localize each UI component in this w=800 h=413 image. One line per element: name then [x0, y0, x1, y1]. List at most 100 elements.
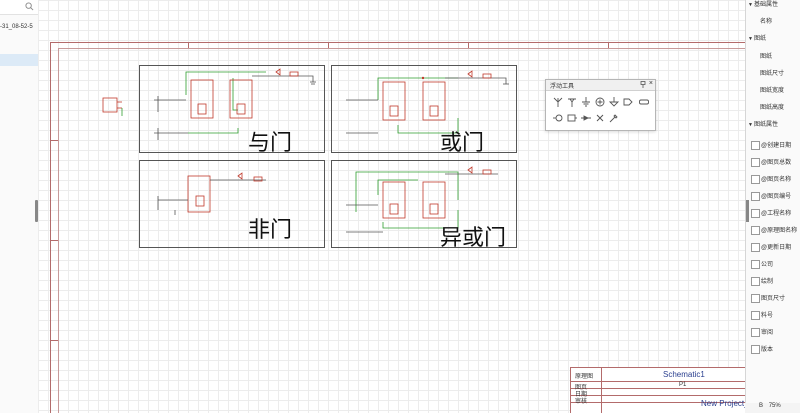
not-gate-frame[interactable] — [139, 160, 325, 248]
checkbox-company[interactable] — [751, 260, 760, 269]
file-list-item[interactable]: -31_08-52-5 — [0, 24, 33, 30]
port-icon[interactable] — [566, 112, 578, 124]
checkbox-version[interactable] — [751, 345, 760, 354]
xor-gate-circuit — [346, 166, 498, 233]
border-tick — [328, 42, 329, 48]
buffer-icon[interactable] — [622, 96, 634, 108]
page-number: P1 — [679, 382, 687, 388]
caret-down-icon: ▼ — [748, 36, 753, 42]
status-bar: B 75% — [745, 403, 800, 413]
label-page-name: @图页名称 — [761, 177, 792, 183]
antenna-icon[interactable] — [552, 96, 564, 108]
floating-tools-title: 浮动工具 — [550, 84, 575, 90]
title-row-schematic: 原理图 — [575, 374, 594, 380]
schematic-drawing — [102, 97, 123, 116]
or-gate-label: 或门 — [440, 131, 485, 156]
checkbox-page-count[interactable] — [751, 158, 760, 167]
checkbox-reviewed[interactable] — [751, 328, 760, 337]
section-sheet[interactable]: ▼图纸 — [746, 34, 800, 45]
floating-tools-window[interactable]: 浮动工具 × — [545, 79, 656, 131]
search-icon[interactable] — [25, 2, 34, 13]
label-page-size: 图页尺寸 — [761, 296, 786, 302]
not-gate-circuit — [157, 172, 266, 215]
sheet-border-top — [50, 42, 745, 43]
prop-sheet-size: 图纸尺寸 — [760, 71, 785, 77]
prop-name: 名称 — [760, 19, 773, 25]
prop-sheet: 图纸 — [760, 54, 773, 60]
checkbox-page-name[interactable] — [751, 175, 760, 184]
probe-icon[interactable] — [608, 112, 620, 124]
label-version: 版本 — [761, 347, 774, 353]
rect-icon[interactable] — [638, 96, 650, 108]
sheet-border-top-inner — [58, 48, 745, 49]
sheet-border-left — [50, 42, 51, 413]
diode-icon[interactable] — [580, 112, 592, 124]
label-page-count: @图页总数 — [761, 160, 792, 166]
connector-symbol — [102, 97, 123, 116]
label-part-number: 料号 — [761, 313, 774, 319]
close-icon[interactable]: × — [648, 80, 653, 87]
and-gate-frame[interactable] — [139, 65, 325, 153]
zoom-level[interactable]: 75% — [768, 403, 781, 409]
floating-tools-titlebar[interactable]: 浮动工具 × — [546, 80, 655, 91]
or-gate-circuit — [346, 70, 509, 134]
label-drawn: 绘制 — [761, 279, 774, 285]
cross-icon[interactable] — [594, 112, 606, 124]
border-tick — [468, 42, 469, 48]
checkbox-create-date[interactable] — [751, 141, 760, 150]
earth-icon[interactable] — [608, 96, 620, 108]
gate-circuits — [154, 68, 509, 233]
label-schematic-name: @原理图名称 — [761, 228, 798, 234]
schematic-name: Schematic1 — [663, 370, 705, 379]
right-panel-resize-handle[interactable] — [746, 200, 749, 222]
border-tick — [50, 140, 58, 141]
xor-gate-label: 异或门 — [440, 226, 507, 251]
checkbox-schematic-name[interactable] — [751, 226, 760, 235]
pin-icon[interactable] — [640, 81, 646, 90]
checkbox-drawn[interactable] — [751, 277, 760, 286]
project-name: New Project_ — [701, 399, 745, 408]
antenna2-icon[interactable] — [566, 96, 578, 108]
checkbox-project-name[interactable] — [751, 209, 760, 218]
checkbox-page-size[interactable] — [751, 294, 760, 303]
title-row-review: 审核 — [575, 399, 588, 405]
left-panel-resize-handle[interactable] — [35, 200, 38, 222]
label-update-date: @更新日期 — [761, 245, 792, 251]
left-panel: -31_08-52-5 — [0, 0, 39, 413]
not-gate-label: 非门 — [248, 218, 293, 243]
prop-sheet-width: 图纸宽度 — [760, 88, 785, 94]
or-gate-frame[interactable] — [331, 65, 517, 153]
status-prefix: B — [759, 403, 764, 409]
border-tick — [50, 240, 58, 241]
checkbox-update-date[interactable] — [751, 243, 760, 252]
border-tick — [50, 340, 58, 341]
label-page-number: @图页编号 — [761, 194, 792, 200]
netlabel-icon[interactable] — [552, 112, 564, 124]
prop-sheet-height: 图纸高度 — [760, 105, 785, 111]
and-gate-label: 与门 — [248, 131, 293, 156]
title-row-page: 图页 — [575, 385, 588, 391]
label-reviewed: 审阅 — [761, 330, 774, 336]
label-create-date: @创建日期 — [761, 143, 792, 149]
border-tick — [188, 42, 189, 48]
label-company: 公司 — [761, 262, 774, 268]
sheet-border-left-inner — [58, 48, 59, 413]
schematic-canvas[interactable]: 与门 或门 非门 异或门 原理图 图页 日期 审核 Schematic1 P1 … — [38, 0, 745, 413]
title-block: 原理图 图页 日期 审核 Schematic1 P1 New Project_ — [570, 367, 745, 413]
caret-down-icon: ▼ — [748, 2, 753, 8]
properties-panel: ▼基础属性 名称 ▼图纸 图纸 图纸尺寸 图纸宽度 图纸高度 ▼图纸属性 @创建… — [745, 0, 800, 413]
caret-down-icon: ▼ — [748, 122, 753, 128]
checkbox-part-number[interactable] — [751, 311, 760, 320]
xor-gate-frame[interactable] — [331, 160, 517, 248]
search-box[interactable] — [0, 0, 38, 15]
label-project-name: @工程名称 — [761, 211, 792, 217]
checkbox-page-number[interactable] — [751, 192, 760, 201]
power-circle-icon[interactable] — [594, 96, 606, 108]
section-sheet-properties[interactable]: ▼图纸属性 — [746, 120, 800, 131]
title-row-date: 日期 — [575, 392, 588, 398]
border-tick — [608, 42, 609, 48]
section-basic-properties[interactable]: ▼基础属性 — [746, 0, 800, 11]
ground-icon[interactable] — [580, 96, 592, 108]
selected-list-item[interactable] — [0, 54, 38, 66]
and-gate-circuit — [154, 68, 316, 140]
